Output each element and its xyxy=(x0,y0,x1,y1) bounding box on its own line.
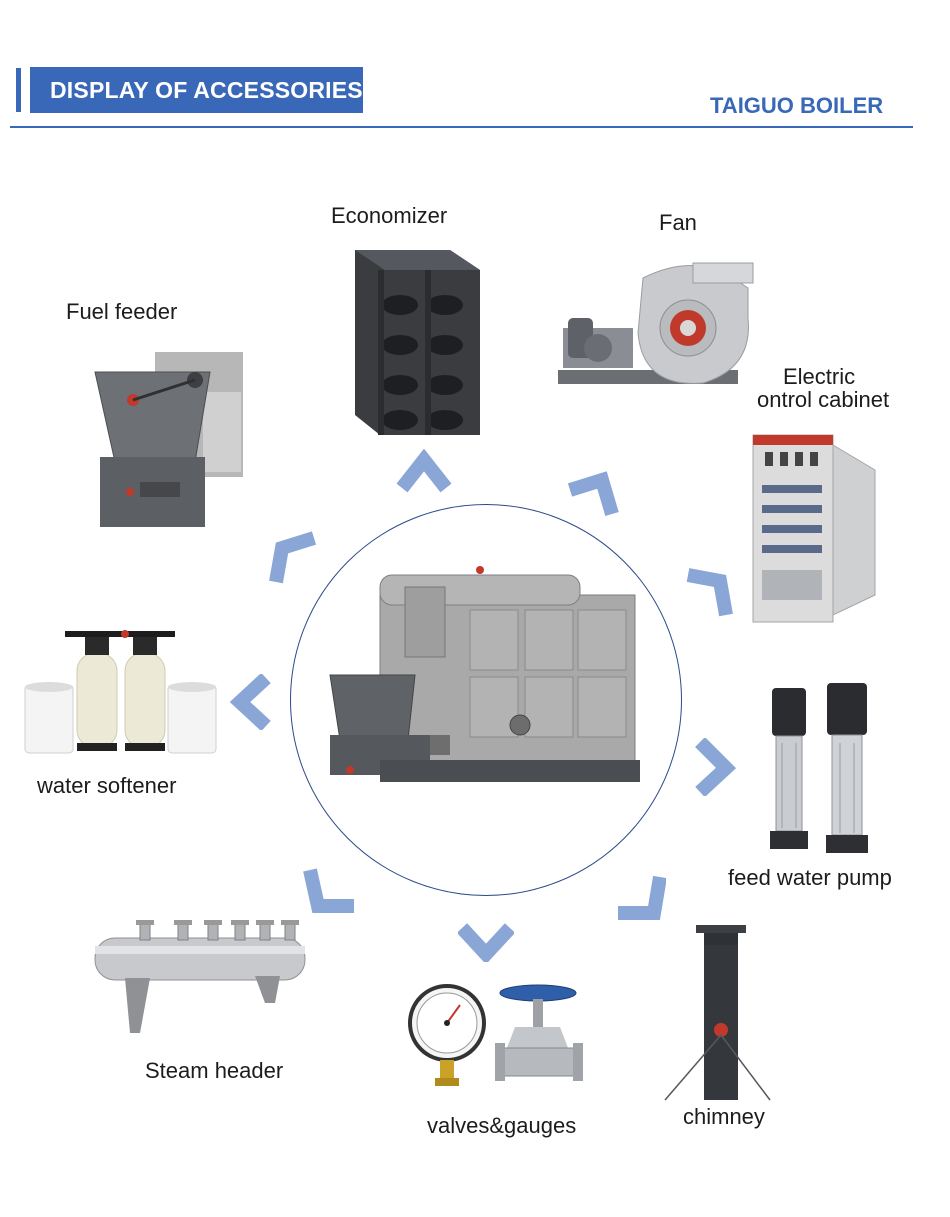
water-softener-label: water softener xyxy=(37,773,177,798)
control-cabinet-image xyxy=(752,434,876,623)
cabinet-label-line1: Electric xyxy=(783,364,856,389)
center-circle xyxy=(290,504,682,896)
arrow-to-feed-water-pump xyxy=(695,738,736,796)
brand-name: TAIGUO BOILER xyxy=(710,93,884,118)
fuel-feeder-image xyxy=(94,352,243,527)
arrow-to-fuel-feeder xyxy=(269,531,317,584)
arrow-to-fan xyxy=(567,471,619,516)
feed-water-pump-image xyxy=(770,683,868,853)
arrow-to-water-softener xyxy=(230,674,271,730)
header-accent-bar xyxy=(16,68,21,112)
arrow-to-economizer xyxy=(396,448,452,493)
steam-header-image xyxy=(94,920,306,1033)
fan-image xyxy=(558,262,754,384)
fuel-feeder-label: Fuel feeder xyxy=(66,299,178,324)
arrow-to-chimney xyxy=(618,875,666,920)
arrow-to-steam-header xyxy=(303,868,354,913)
chimney-label: chimney xyxy=(683,1104,765,1129)
valves-gauges-image xyxy=(408,984,583,1086)
water-softener-image xyxy=(24,630,217,754)
valves-gauges-label: valves&gauges xyxy=(427,1113,577,1138)
cabinet-label-line2: ontrol cabinet xyxy=(757,387,890,412)
arrow-to-valves-gauges xyxy=(458,923,514,962)
page-title: DISPLAY OF ACCESSORIES xyxy=(30,67,363,113)
economizer-image xyxy=(355,250,480,435)
economizer-label: Economizer xyxy=(331,203,448,228)
arrow-to-control-cabinet xyxy=(686,568,733,617)
feed-water-pump-label: feed water pump xyxy=(728,865,892,890)
fan-label: Fan xyxy=(659,210,697,235)
chimney-image xyxy=(664,925,771,1101)
boiler-image xyxy=(329,566,640,782)
steam-header-label: Steam header xyxy=(145,1058,284,1083)
header-divider xyxy=(10,126,913,128)
